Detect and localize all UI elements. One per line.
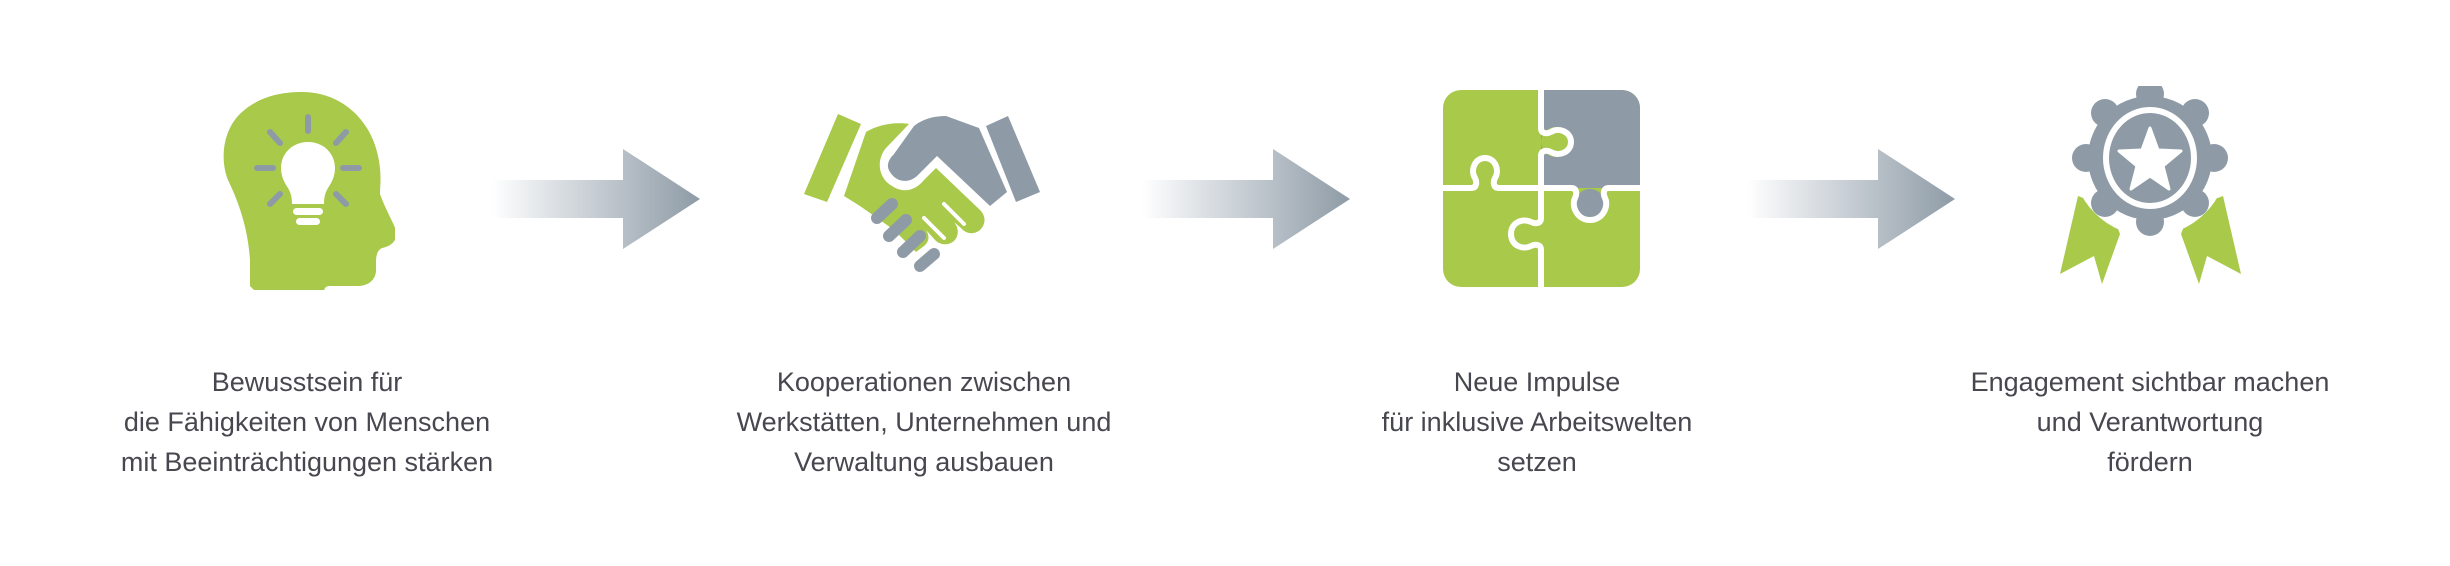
handshake-icon (804, 114, 1042, 274)
step-caption: Neue Impulse für inklusive Arbeitswelten… (1277, 362, 1797, 482)
arrow-right-icon (1142, 149, 1350, 249)
step-caption: Engagement sichtbar machen und Verantwor… (1890, 362, 2410, 482)
puzzle-icon (1443, 90, 1640, 287)
caption-line: für inklusive Arbeitswelten (1381, 407, 1693, 437)
caption-line: Werkstätten, Unternehmen und (736, 407, 1112, 437)
head-lightbulb-icon (220, 90, 395, 290)
arrow-right-icon (1747, 149, 1955, 249)
caption-line: fördern (2107, 447, 2193, 477)
caption-line: Kooperationen zwischen (776, 367, 1072, 397)
step-caption: Bewusstsein für die Fähigkeiten von Mens… (47, 362, 567, 482)
caption-line: setzen (1497, 447, 1577, 477)
caption-line: Bewusstsein für (211, 367, 403, 397)
caption-line: und Verantwortung (2036, 407, 2264, 437)
award-badge-icon (2058, 86, 2243, 284)
caption-line: die Fähigkeiten von Menschen (123, 407, 491, 437)
caption-line: Verwaltung ausbauen (794, 447, 1054, 477)
caption-line: Engagement sichtbar machen (1970, 367, 2330, 397)
arrow-right-icon (492, 149, 700, 249)
step-caption: Kooperationen zwischen Werkstätten, Unte… (664, 362, 1184, 482)
caption-line: mit Beeinträchtigungen stärken (120, 447, 494, 477)
caption-line: Neue Impulse (1453, 367, 1621, 397)
